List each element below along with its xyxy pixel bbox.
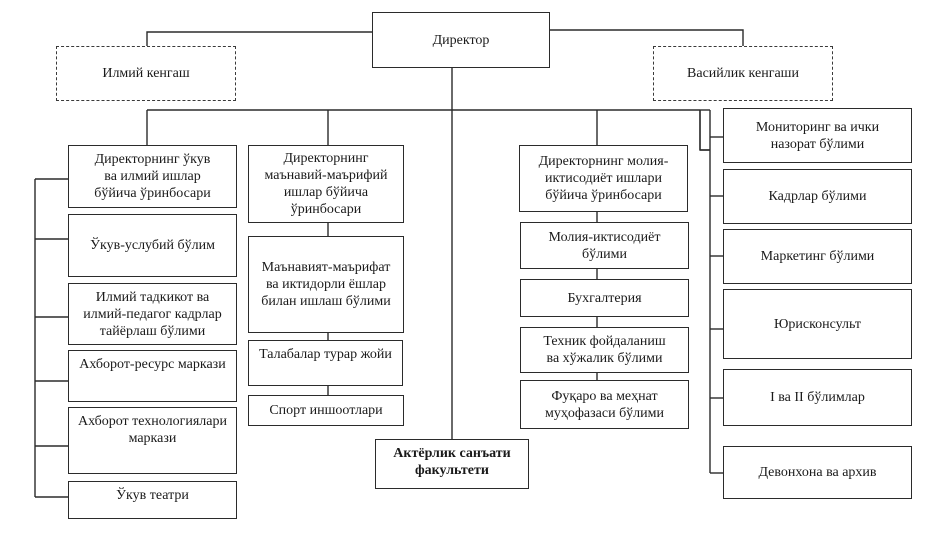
node-label: Илмий тадкикот ва илмий-педагог кадрлар … — [83, 289, 222, 339]
node-accounting: Бухгалтерия — [520, 279, 689, 317]
node-label: Ўкув-услубий бўлим — [90, 238, 215, 253]
node-it-center: Ахборот технологиялари маркази — [68, 407, 237, 474]
node-label: Фуқаро ва меҳнат муҳофазаси бўлими — [544, 388, 665, 421]
node-research-training: Илмий тадкикот ва илмий-педагог кадрлар … — [68, 283, 237, 345]
node-label: Кадрлар бўлими — [768, 189, 867, 204]
node-label: Директорнинг молия- иктисодиёт ишлари бў… — [538, 154, 669, 203]
node-label: I ва II бўлимлар — [770, 390, 865, 405]
node-label: Техник фойдаланиш ва хўжалик бўлими — [543, 334, 666, 366]
node-dormitory: Талабалар турар жойи — [248, 340, 403, 386]
node-label: Маънавият-маърифат ва иктидорли ёшлар би… — [261, 260, 391, 309]
connector-director-board-of-trustees — [549, 29, 744, 46]
node-sports-facilities: Спорт иншоотлари — [248, 395, 404, 426]
connector-right-bracket — [699, 110, 710, 151]
node-educational-methodical: Ўкув-услубий бўлим — [68, 214, 237, 277]
node-label: Директорнинг ўкув ва илмий ишлар бўйича … — [94, 152, 211, 201]
node-board-of-trustees: Васийлик кенгаши — [653, 46, 833, 101]
node-marketing: Маркетинг бўлими — [723, 229, 912, 284]
node-label: Илмий кенгаш — [102, 66, 190, 81]
node-label: Маркетинг бўлими — [760, 249, 875, 264]
node-deputy-academic: Директорнинг ўкув ва илмий ишлар бўйича … — [68, 145, 237, 208]
node-label: Бухгалтерия — [567, 290, 642, 306]
node-training-theatre: Ўкув театри — [68, 481, 237, 519]
node-label: Молия-иктисодиёт бўлими — [548, 229, 661, 262]
node-acting-faculty: Актёрлик санъати факультети — [375, 439, 529, 489]
node-info-resource-center: Ахборот-ресурс маркази — [68, 350, 237, 402]
node-label: Спорт иншоотлари — [269, 403, 383, 418]
node-monitoring: Мониторинг ва ички назорат бўлими — [723, 108, 912, 163]
node-civil-labor-protection: Фуқаро ва меҳнат муҳофазаси бўлими — [520, 380, 689, 429]
node-label: Ахборот-ресурс маркази — [79, 357, 226, 372]
node-director: Директор — [372, 12, 550, 68]
node-label: Девонхона ва архив — [758, 465, 877, 480]
node-finance-economics: Молия-иктисодиёт бўлими — [520, 222, 689, 269]
node-legal: Юрисконсульт — [723, 289, 912, 359]
node-deputy-spiritual: Директорнинг маънавий-маърифий ишлар бўй… — [248, 145, 404, 223]
node-label: Мониторинг ва ички назорат бўлими — [755, 119, 880, 152]
connector-director-scientific-council — [146, 31, 372, 46]
node-deputy-finance: Директорнинг молия- иктисодиёт ишлари бў… — [519, 145, 688, 212]
node-label: Васийлик кенгаши — [687, 66, 799, 81]
node-label: Ўкув театри — [116, 488, 189, 503]
node-technical-maintenance: Техник фойдаланиш ва хўжалик бўлими — [520, 327, 689, 373]
node-label: Талабалар турар жойи — [259, 347, 392, 362]
node-spiritual-youth: Маънавият-маърифат ва иктидорли ёшлар би… — [248, 236, 404, 333]
node-label: Директор — [432, 32, 490, 48]
node-label: Ахборот технологиялари маркази — [78, 414, 227, 446]
node-hr: Кадрлар бўлими — [723, 169, 912, 224]
node-records-archive: Девонхона ва архив — [723, 446, 912, 499]
node-label: Директорнинг маънавий-маърифий ишлар бўй… — [264, 151, 388, 217]
node-scientific-council: Илмий кенгаш — [56, 46, 236, 101]
node-label: Актёрлик санъати факультети — [393, 446, 511, 478]
node-label: Юрисконсульт — [773, 316, 862, 332]
node-first-second-departments: I ва II бўлимлар — [723, 369, 912, 426]
